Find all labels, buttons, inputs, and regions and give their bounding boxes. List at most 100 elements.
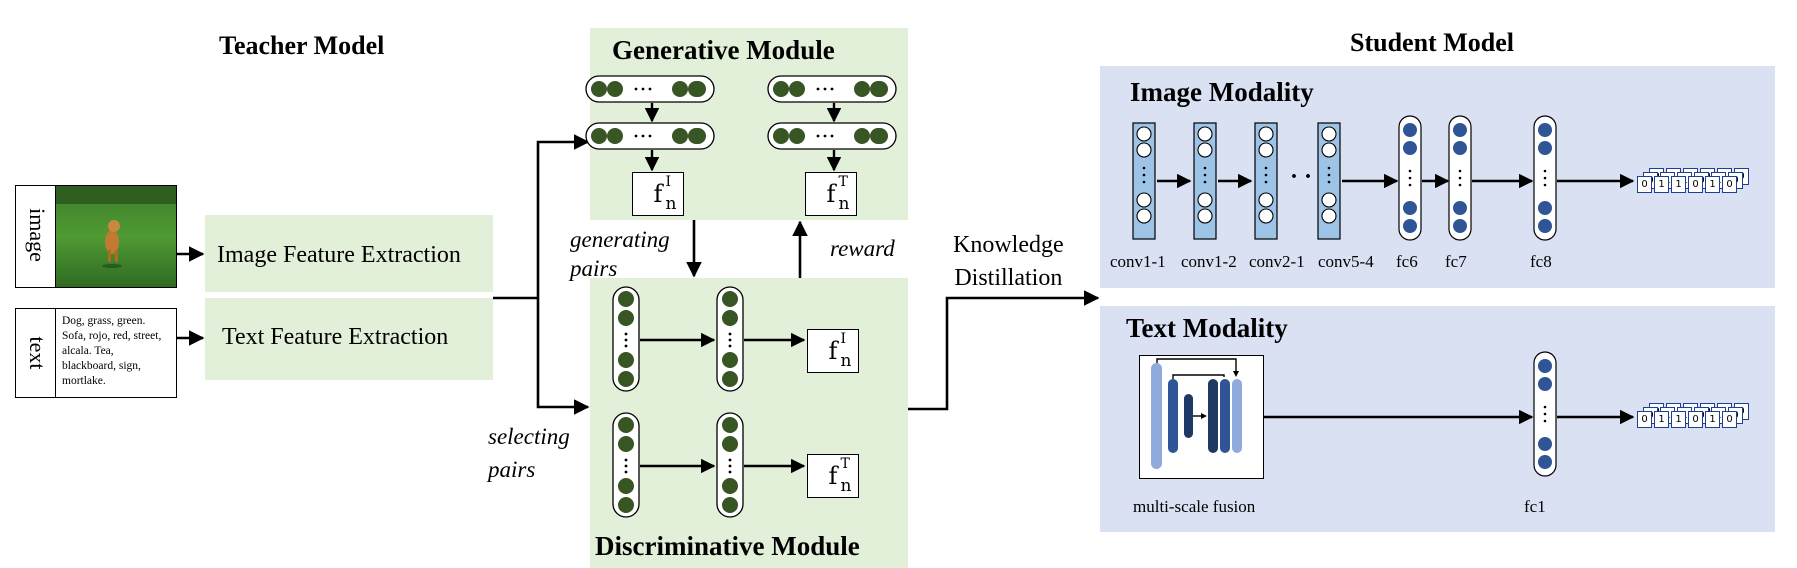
conv-node	[1136, 208, 1152, 224]
green-node	[773, 81, 789, 97]
ellipsis-dot	[624, 458, 628, 462]
blue-node	[1538, 455, 1552, 469]
ellipsis-dot	[1408, 176, 1412, 180]
layer-label-fc6: fc6	[1396, 252, 1418, 271]
green-node	[773, 128, 789, 144]
network-nodes	[585, 75, 1635, 518]
green-node	[618, 352, 634, 368]
conv-node	[1321, 192, 1337, 208]
ellipsis-dot	[1458, 176, 1462, 180]
green-node	[789, 81, 805, 97]
ellipsis-dot	[1543, 419, 1547, 423]
image-code-bit: 0	[1688, 176, 1703, 193]
green-node	[607, 128, 623, 144]
conv-node	[1258, 192, 1274, 208]
ellipsis-dot	[624, 332, 628, 336]
ellipsis-dot	[1543, 176, 1547, 180]
conv-node	[1258, 142, 1274, 158]
layer-label-conv5-4: conv5-4	[1318, 252, 1374, 271]
ellipsis-dot	[624, 470, 628, 474]
ellipsis-dot	[1543, 412, 1547, 416]
green-node	[618, 310, 634, 326]
ellipsis-dot	[1543, 169, 1547, 173]
blue-node	[1538, 219, 1552, 233]
image-feature-panel	[205, 215, 493, 292]
knowledge-distillation-label: Knowledge Distillation	[953, 232, 1064, 291]
ellipsis-dot	[1327, 173, 1331, 177]
ellipsis-dot	[1543, 183, 1547, 187]
conv-node	[1321, 208, 1337, 224]
green-node	[618, 291, 634, 307]
ellipsis-dot	[1203, 173, 1207, 177]
green-node	[672, 128, 688, 144]
ellipsis-dot	[634, 87, 638, 91]
ellipsis-dot	[648, 134, 652, 138]
blue-node	[1538, 377, 1552, 391]
green-node	[722, 478, 738, 494]
green-node	[854, 81, 870, 97]
conv-node	[1136, 126, 1152, 142]
green-node	[722, 417, 738, 433]
conv-node	[1197, 208, 1213, 224]
ellipsis-dot	[728, 470, 732, 474]
green-node	[591, 81, 607, 97]
conv-node	[1321, 142, 1337, 158]
text-code-bit: 1	[1671, 411, 1686, 428]
image-code-bit: 1	[1671, 176, 1686, 193]
blue-node	[1538, 141, 1552, 155]
green-node	[618, 436, 634, 452]
ellipsis-dot	[634, 134, 638, 138]
ellipsis-dot	[728, 458, 732, 462]
ellipsis-dot	[1408, 169, 1412, 173]
ellipsis-dot	[1327, 180, 1331, 184]
green-node	[722, 497, 738, 513]
fusion-label: multi-scale fusion	[1133, 497, 1256, 516]
layer-label-conv1-1: conv1-1	[1110, 252, 1166, 271]
conv-node	[1197, 192, 1213, 208]
reward-label: reward	[830, 236, 895, 261]
teacher-model-title: Teacher Model	[219, 31, 385, 60]
layer-label-fc1: fc1	[1524, 497, 1546, 516]
text-modality-title: Text Modality	[1126, 313, 1288, 343]
layer-label-conv2-1: conv2-1	[1249, 252, 1305, 271]
ellipsis-dot	[1458, 183, 1462, 187]
text-code-bit: 0	[1688, 411, 1703, 428]
green-node	[722, 371, 738, 387]
conv-node	[1258, 208, 1274, 224]
ellipsis-dot	[1543, 405, 1547, 409]
green-node	[607, 81, 623, 97]
text-code-bit: 1	[1654, 411, 1669, 428]
blue-node	[1538, 437, 1552, 451]
conv-node	[1321, 126, 1337, 142]
ellipsis-dot	[648, 87, 652, 91]
dog-photo-icon	[56, 186, 176, 287]
green-node	[722, 291, 738, 307]
conv-node	[1136, 192, 1152, 208]
blue-node	[1403, 123, 1417, 137]
ellipsis-dot	[624, 338, 628, 342]
conv-node	[1136, 142, 1152, 158]
blue-node	[1453, 123, 1467, 137]
ellipsis-dot	[1327, 166, 1331, 170]
multi-scale-fusion-box	[1139, 355, 1264, 479]
image-modality-title: Image Modality	[1130, 77, 1314, 107]
connector-to-discriminator	[536, 298, 590, 415]
fusion-network-icon	[1151, 358, 1242, 469]
dog-image	[55, 185, 177, 288]
green-node	[672, 81, 688, 97]
image-feature-extraction-label: Image Feature Extraction	[217, 242, 461, 268]
ellipsis-dot	[728, 344, 732, 348]
ellipsis-dot	[728, 338, 732, 342]
blue-node	[1538, 123, 1552, 137]
ellipsis-dot	[830, 87, 834, 91]
green-node	[722, 352, 738, 368]
green-node	[872, 128, 888, 144]
selecting-pairs-label: selecting pairs	[488, 424, 570, 482]
blue-node	[1453, 219, 1467, 233]
ellipsis-dot	[624, 464, 628, 468]
conv-node	[1258, 126, 1274, 142]
